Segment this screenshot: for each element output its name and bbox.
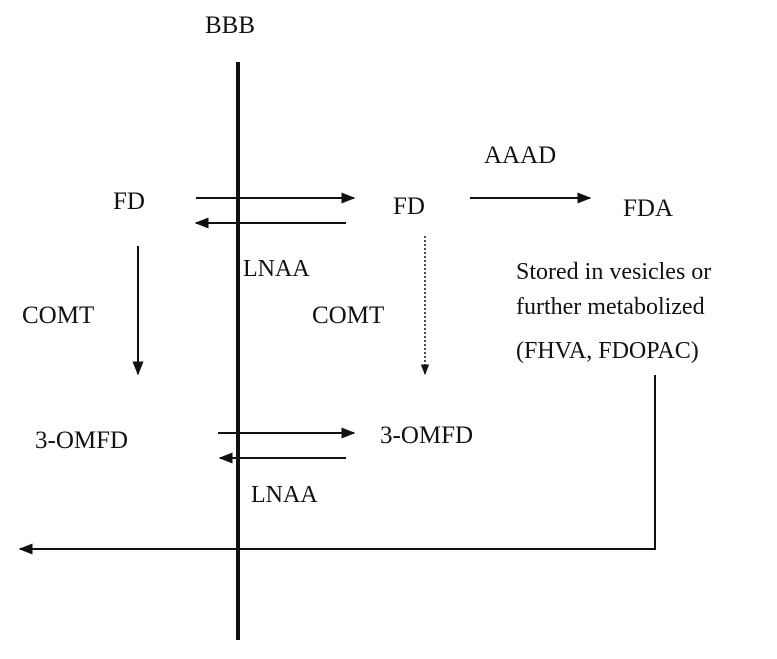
right-3omfd-label: 3-OMFD xyxy=(380,422,473,449)
left-3omfd-label: 3-OMFD xyxy=(35,427,128,454)
fda-label: FDA xyxy=(623,195,673,222)
right-comt-label: COMT xyxy=(312,302,384,329)
aaad-label: AAAD xyxy=(484,142,556,169)
right-fd-label: FD xyxy=(393,193,425,220)
metabolite-efflux-arrow xyxy=(18,375,656,555)
lnaa-lower-label: LNAA xyxy=(251,482,318,508)
left-fd-label: FD xyxy=(113,188,145,215)
left-comt-label: COMT xyxy=(22,302,94,329)
fda-fate-line-3: (FHVA, FDOPAC) xyxy=(516,338,699,364)
lnaa-upper-label: LNAA xyxy=(243,256,310,282)
fda-fate-line-2: further metabolized xyxy=(516,294,705,320)
bbb-label: BBB xyxy=(205,12,255,39)
fda-fate-line-1: Stored in vesicles or xyxy=(516,259,711,285)
